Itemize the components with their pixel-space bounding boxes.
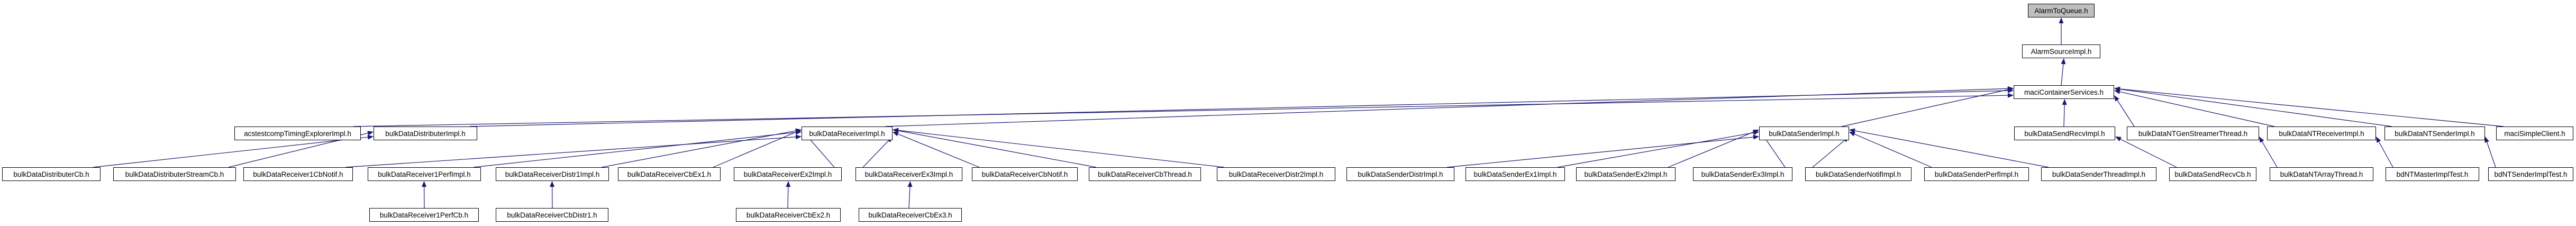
graph-node-bulkDataSenderImpl-h[interactable]: bulkDataSenderImpl.h <box>1759 126 1849 140</box>
graph-node-bulkDataReceiverCbThread-h[interactable]: bulkDataReceiverCbThread.h <box>1089 167 1201 181</box>
graph-node-bulkDataReceiverCbEx2-h[interactable]: bulkDataReceiverCbEx2.h <box>736 208 841 222</box>
graph-node-bulkDataReceiver1PerfCb-h[interactable]: bulkDataReceiver1PerfCb.h <box>369 208 479 222</box>
graph-node-bulkDataSenderThreadImpl-h[interactable]: bulkDataSenderThreadImpl.h <box>2041 167 2156 181</box>
graph-node-bulkDataSenderPerfImpl-h[interactable]: bulkDataSenderPerfImpl.h <box>1924 167 2029 181</box>
graph-node-bulkDataNTArrayThread-h[interactable]: bulkDataNTArrayThread.h <box>2270 167 2373 181</box>
graph-node-bulkDataSenderNotifImpl-h[interactable]: bulkDataSenderNotifImpl.h <box>1805 167 1911 181</box>
graph-node-bulkDataReceiverEx3Impl-h[interactable]: bulkDataReceiverEx3Impl.h <box>855 167 962 181</box>
graph-node-bulkDataReceiver1CbNotif-h[interactable]: bulkDataReceiver1CbNotif.h <box>243 167 353 181</box>
graph-node-bulkDataSenderEx2Impl-h[interactable]: bulkDataSenderEx2Impl.h <box>1576 167 1676 181</box>
graph-node-acstestcompTimingExplorerImpl-h[interactable]: acstestcompTimingExplorerImpl.h <box>234 126 361 140</box>
graph-node-bulkDataReceiverDistr2Impl-h[interactable]: bulkDataReceiverDistr2Impl.h <box>1217 167 1335 181</box>
graph-node-bulkDataReceiver1PerfImpl-h[interactable]: bulkDataReceiver1PerfImpl.h <box>368 167 481 181</box>
graph-node-AlarmSourceImpl-h[interactable]: AlarmSourceImpl.h <box>2022 44 2100 58</box>
graph-node-maciContainerServices-h[interactable]: maciContainerServices.h <box>2014 85 2114 99</box>
graph-node-bulkDataReceiverCbNotif-h[interactable]: bulkDataReceiverCbNotif.h <box>972 167 1078 181</box>
graph-node-bulkDataReceiverCbDistr1-h[interactable]: bulkDataReceiverCbDistr1.h <box>496 208 608 222</box>
graph-node-bdNTMasterImplTest-h[interactable]: bdNTMasterImplTest.h <box>2386 167 2479 181</box>
graph-node-bulkDataReceiverCbEx1-h[interactable]: bulkDataReceiverCbEx1.h <box>618 167 721 181</box>
graph-node-bulkDataSenderEx1Impl-h[interactable]: bulkDataSenderEx1Impl.h <box>1466 167 1565 181</box>
graph-node-bulkDataNTSenderImpl-h[interactable]: bulkDataNTSenderImpl.h <box>2384 126 2485 140</box>
graph-node-bulkDataDistributerCb-h[interactable]: bulkDataDistributerCb.h <box>2 167 101 181</box>
graph-node-maciSimpleClient-h[interactable]: maciSimpleClient.h <box>2496 126 2573 140</box>
graph-node-bdNTSenderImplTest-h[interactable]: bdNTSenderImplTest.h <box>2488 167 2573 181</box>
graph-node-bulkDataReceiverCbEx3-h[interactable]: bulkDataReceiverCbEx3.h <box>859 208 962 222</box>
graph-node-bulkDataSendRecvCb-h[interactable]: bulkDataSendRecvCb.h <box>2169 167 2256 181</box>
graph-node-bulkDataNTGenStreamerThread-h[interactable]: bulkDataNTGenStreamerThread.h <box>2127 126 2259 140</box>
graph-node-bulkDataDistributerImpl-h[interactable]: bulkDataDistributerImpl.h <box>374 126 477 140</box>
graph-node-bulkDataNTReceiverImpl-h[interactable]: bulkDataNTReceiverImpl.h <box>2267 126 2376 140</box>
graph-node-bulkDataSenderDistrImpl-h[interactable]: bulkDataSenderDistrImpl.h <box>1346 167 1454 181</box>
graph-node-bulkDataDistributerStreamCb-h[interactable]: bulkDataDistributerStreamCb.h <box>113 167 236 181</box>
graph-node-bulkDataReceiverDistr1Impl-h[interactable]: bulkDataReceiverDistr1Impl.h <box>496 167 609 181</box>
graph-node-bulkDataSenderEx3Impl-h[interactable]: bulkDataSenderEx3Impl.h <box>1693 167 1792 181</box>
graph-node-bulkDataSendRecvImpl-h[interactable]: bulkDataSendRecvImpl.h <box>2014 126 2115 140</box>
graph-node-bulkDataReceiverImpl-h[interactable]: bulkDataReceiverImpl.h <box>802 126 893 140</box>
graph-node-bulkDataReceiverEx2Impl-h[interactable]: bulkDataReceiverEx2Impl.h <box>734 167 842 181</box>
graph-node-AlarmToQueue-h[interactable]: AlarmToQueue.h <box>2028 4 2095 17</box>
